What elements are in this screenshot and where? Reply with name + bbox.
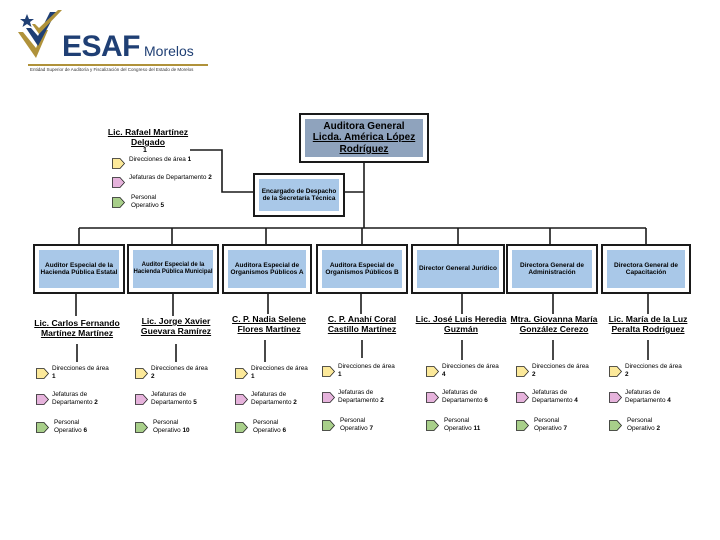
unit-2-personal: Personal Operativo 10 (153, 419, 190, 434)
unit-7-direcciones: Direcciones de área 2 (625, 363, 682, 378)
unit-2-jefaturas: Jefaturas de Departamento 5 (151, 391, 197, 406)
unit-3-direcciones: Direcciones de área 1 (251, 365, 308, 380)
unit-title-2: Auditor Especial de la Hacienda Pública … (133, 250, 213, 288)
personal-icon (135, 422, 148, 433)
direcciones-icon (426, 366, 439, 377)
personal-icon (322, 420, 335, 431)
unit-name-7: Lic. María de la Luz Peralta Rodríguez (608, 314, 688, 334)
unit-name-1: Lic. Carlos Fernando Martínez Martínez (34, 318, 120, 338)
jefaturas-icon (36, 394, 49, 405)
unit-box-1: Auditor Especial de la Hacienda Pública … (33, 244, 125, 294)
jefaturas-icon (112, 177, 125, 188)
unit-legend-3: Direcciones de área 1 Jefaturas de Depart… (235, 365, 325, 438)
unit-legend-5: Direcciones de área 4 Jefaturas de Depart… (426, 363, 516, 436)
unit-6-direcciones: Direcciones de área 2 (532, 363, 589, 378)
unit-legend-6: Direcciones de área 2 Jefaturas de Depart… (516, 363, 606, 436)
unit-box-4: Auditora Especial de Organismos Públicos… (316, 244, 408, 294)
jefaturas-icon (516, 392, 529, 403)
direcciones-icon (322, 366, 335, 377)
personal-icon (36, 422, 49, 433)
unit-title-5: Director General Jurídico (417, 250, 499, 288)
unit-title-1: Auditor Especial de la Hacienda Pública … (39, 250, 119, 288)
unit-box-7: Directora General de Capacitación (601, 244, 691, 294)
logo-wordmark: ESAF (62, 30, 141, 63)
direcciones-icon (135, 368, 148, 379)
encargado-direcciones: Direcciones de área 1 (129, 156, 192, 163)
logo-suffix: Morelos (144, 43, 194, 59)
personal-icon (426, 420, 439, 431)
unit-4-jefaturas: Jefaturas de Departamento 2 (338, 389, 384, 404)
encargado-personal: Personal Operativo 5 (131, 194, 165, 209)
unit-title-3: Auditora Especial de Organismos Públicos… (228, 250, 306, 288)
unit-1-jefaturas: Jefaturas de Departamento 2 (52, 391, 98, 406)
connector-encargado (190, 149, 254, 193)
personal-icon (112, 197, 125, 208)
direcciones-icon (235, 368, 248, 379)
unit-1-personal: Personal Operativo 6 (54, 419, 88, 434)
jefaturas-icon (135, 394, 148, 405)
unit-legend-1: Direcciones de área 1 Jefaturas de Depart… (36, 365, 126, 438)
unit-5-personal: Personal Operativo 11 (444, 417, 481, 432)
unit-name-2: Lic. Jorge Xavier Guevara Ramírez (140, 316, 212, 336)
secretaria-tecnica-title: Encargado de Despacho de la Secretaría T… (259, 179, 339, 211)
unit-3-jefaturas: Jefaturas de Departamento 2 (251, 391, 297, 406)
unit-2-direcciones: Direcciones de área 2 (151, 365, 208, 380)
unit-box-5: Director General Jurídico (411, 244, 505, 294)
secretaria-tecnica-box: Encargado de Despacho de la Secretaría T… (253, 173, 345, 217)
encargado-legend: Direcciones de área 1 Jefaturas de Depar… (112, 156, 222, 216)
unit-box-6: Directora General de Administración (506, 244, 598, 294)
unit-6-jefaturas: Jefaturas de Departamento 4 (532, 389, 578, 404)
logo-caption: Entidad Superior de Auditoría y Fiscaliz… (30, 67, 194, 72)
unit-5-direcciones: Direcciones de área 4 (442, 363, 499, 378)
jefaturas-icon (426, 392, 439, 403)
unit-5-jefaturas: Jefaturas de Departamento 6 (442, 389, 488, 404)
auditora-general-title: Auditora General (323, 120, 405, 132)
direcciones-icon (609, 366, 622, 377)
unit-7-jefaturas: Jefaturas de Departamento 4 (625, 389, 671, 404)
logo-divider (28, 64, 208, 66)
unit-name-4: C. P. Anahí Coral Castillo Martínez (327, 314, 397, 334)
direcciones-icon (516, 366, 529, 377)
unit-7-personal: Personal Operativo 2 (627, 417, 661, 432)
jefaturas-icon (235, 394, 248, 405)
encargado-jefaturas: Jefaturas de Departamento 2 (129, 174, 212, 181)
unit-box-3: Auditora Especial de Organismos Públicos… (222, 244, 312, 294)
unit-name-3: C. P. Nadia Selene Flores Martínez (232, 314, 306, 334)
jefaturas-icon (322, 392, 335, 403)
unit-4-direcciones: Direcciones de área 1 (338, 363, 395, 378)
unit-name-5: Lic. José Luis Heredia Guzmán (415, 314, 507, 334)
personal-icon (609, 420, 622, 431)
auditora-general-name: Licda. América López Rodríguez (312, 132, 416, 155)
unit-3-personal: Personal Operativo 6 (253, 419, 287, 434)
jefaturas-icon (609, 392, 622, 403)
personal-icon (516, 420, 529, 431)
encargado-name: Lic. Rafael Martínez Delgado (107, 127, 189, 147)
unit-name-6: Mtra. Giovanna María González Cerezo (510, 314, 598, 334)
unit-title-7: Directora General de Capacitación (607, 250, 685, 288)
direcciones-icon (36, 368, 49, 379)
esaf-logo-icon (18, 10, 62, 58)
unit-1-direcciones: Direcciones de área 1 (52, 365, 109, 380)
unit-box-2: Auditor Especial de la Hacienda Pública … (127, 244, 219, 294)
unit-4-personal: Personal Operativo 7 (340, 417, 374, 432)
unit-legend-4: Direcciones de área 1 Jefaturas de Depart… (322, 363, 412, 436)
auditora-general-box: Auditora General Licda. América López Ro… (299, 113, 429, 163)
unit-title-4: Auditora Especial de Organismos Públicos… (322, 250, 402, 288)
unit-title-6: Directora General de Administración (512, 250, 592, 288)
direcciones-icon (112, 158, 125, 169)
unit-legend-7: Direcciones de área 2 Jefaturas de Depart… (609, 363, 699, 436)
unit-legend-2: Direcciones de área 2 Jefaturas de Depart… (135, 365, 225, 438)
unit-6-personal: Personal Operativo 7 (534, 417, 568, 432)
personal-icon (235, 422, 248, 433)
encargado-count: 1 (143, 147, 147, 154)
